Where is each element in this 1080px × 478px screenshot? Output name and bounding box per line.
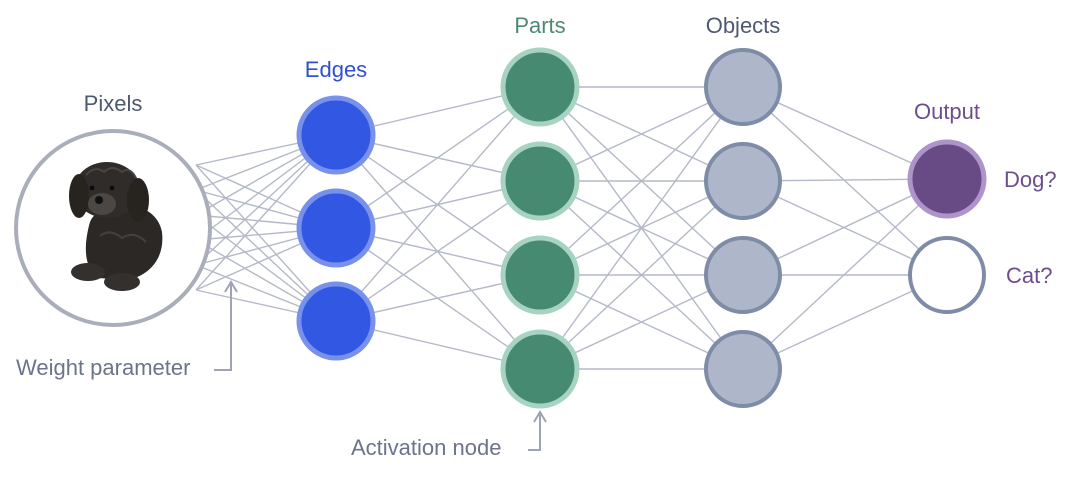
pixels-input [14,129,212,327]
edges-node-3 [296,281,376,361]
objects-layer-label: Objects [706,13,781,38]
weight-connection [742,178,948,370]
weight-connection [742,86,948,276]
activation-node-arrow [528,414,541,451]
weight-connection [335,86,541,229]
weight-parameter-arrow [214,283,232,371]
output-class-cat-label: Cat? [1006,263,1052,288]
parts-node-4 [500,329,580,409]
activation-node-label: Activation node [351,435,501,460]
parts-node-3 [500,235,580,315]
weight-connection [335,86,541,322]
pixels-layer-label: Pixels [84,91,143,116]
parts-layer-label: Parts [514,13,565,38]
objects-node-1 [704,48,782,126]
output-node-dog [907,139,987,219]
output-node-cat [908,236,986,314]
weight-parameter-arrowhead [224,280,238,293]
weight-connection [539,180,744,370]
parts-node-1 [500,47,580,127]
edges-layer-label: Edges [305,57,367,82]
objects-node-3 [704,236,782,314]
network-nodes [296,47,987,409]
dog-photo-icon [69,162,163,291]
objects-node-4 [704,330,782,408]
weight-parameter-label: Weight parameter [16,355,190,380]
objects-node-2 [704,142,782,220]
edges-node-1 [296,95,376,175]
weight-connection [539,86,744,276]
output-class-dog-label: Dog? [1004,167,1057,192]
weight-connection [335,180,541,322]
weight-connection [539,86,744,370]
output-layer-label: Output [914,99,980,124]
parts-node-2 [500,141,580,221]
edges-node-2 [296,188,376,268]
activation-node-arrowhead [533,410,547,423]
